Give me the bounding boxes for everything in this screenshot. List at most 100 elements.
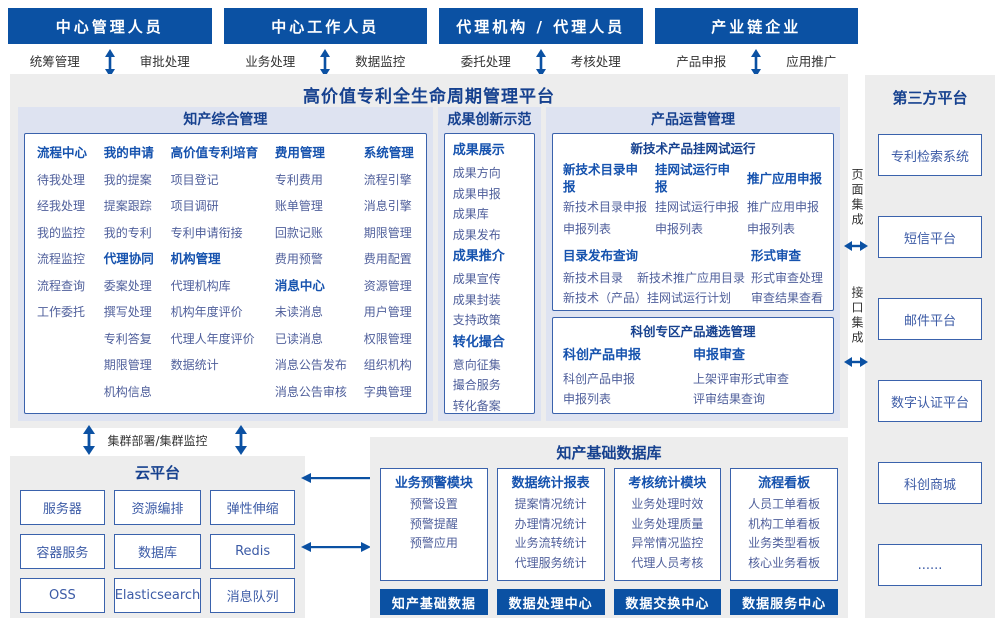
menu-list: 新技术目录申报申报列表: [563, 196, 647, 240]
module-item: 核心业务看板: [748, 555, 821, 570]
menu-column: 系统管理 流程引擎消息引擎期限管理费用配置资源管理用户管理权限管理组织机构字典管…: [364, 140, 414, 407]
page-integration-arrow-icon: [844, 241, 868, 251]
catalog-items-row: 新技术目录 新技术推广应用目录: [563, 268, 745, 288]
menu-item: 成果方向: [452, 166, 501, 180]
menu-list: 流程引擎消息引擎期限管理费用配置资源管理用户管理权限管理组织机构字典管理: [364, 167, 414, 406]
page-integration-label: 页面集成: [850, 168, 864, 228]
module-item: 代理服务统计: [514, 555, 587, 570]
menu-item: 转化备案: [452, 398, 501, 413]
ip-management-panel: 流程中心 待我处理经我处理我的监控流程监控流程查询工作委托 我的申请 我的提案提…: [24, 133, 427, 414]
sub-panel-title: 科创专区产品遴选管理: [630, 324, 756, 339]
menu-item: 专利申请衔接: [170, 225, 243, 240]
menu-item: 形式审查处理: [750, 271, 823, 285]
data-center-chip: 知产基础数据: [380, 589, 488, 615]
persona-labels: 业务处理 数据监控: [224, 44, 428, 77]
menu-list: 科创产品申报申报列表: [563, 369, 693, 409]
menu-column: 申报审查 上架评审形式审查评审结果查询: [693, 343, 823, 409]
menu-item: 待我处理: [37, 172, 86, 187]
menu-item: 申报列表: [654, 222, 703, 236]
menu-item: 撮合服务: [452, 378, 501, 392]
menu-item: 成果申报: [452, 186, 501, 201]
persona-row: 中心管理人员 统筹管理 审批处理 中心工作人员 业务处理 数据监控 代理机构 /…: [8, 8, 859, 77]
third-party-item: 数字认证平台: [878, 380, 982, 422]
cluster-double-arrow-icon: [235, 425, 247, 455]
menu-list: 意向征集撮合服务转化备案: [453, 355, 526, 417]
menu-item: 期限管理: [363, 225, 412, 240]
data-center-chip: 数据处理中心: [496, 589, 605, 615]
cloud-service-cell: 弹性伸缩: [210, 490, 295, 525]
menu-item: 账单管理: [274, 199, 323, 213]
menu-item: 申报列表: [746, 222, 795, 236]
menu-item: 代理人年度评价: [170, 331, 255, 346]
menu-heading: 消息中心: [274, 277, 325, 293]
third-party-list: 专利检索系统短信平台邮件平台数字认证平台科创商城......: [865, 134, 995, 586]
persona-labels: 产品申报 应用推广: [655, 44, 859, 77]
trial-columns: 新技术目录申报 新技术目录申报申报列表 挂网试运行申报 挂网试运行申报申报列表 …: [563, 160, 823, 240]
menu-item: 费用预警: [274, 252, 323, 266]
sub-panel-title: 新技术产品挂网试运行: [630, 141, 756, 156]
menu-item: 机构信息: [103, 384, 152, 399]
vertical-double-arrow-icon: [320, 49, 331, 77]
persona-group-agency: 代理机构 / 代理人员 委托处理 考核处理: [439, 8, 643, 77]
menu-item: 工作委托: [37, 305, 86, 319]
menu-heading: 成果展示: [452, 143, 505, 158]
persona-action-label: 应用推广: [786, 53, 837, 69]
api-integration-label: 接口集成: [850, 286, 864, 346]
menu-list: 成果方向成果申报成果库成果发布: [453, 163, 526, 245]
formal-review-group: 形式审查 形式审查处理审查结果查看: [751, 244, 823, 308]
api-integration-arrow-icon: [844, 357, 868, 367]
module-item: 机构工单看板: [748, 516, 821, 531]
module-item: 业务流转统计: [514, 536, 587, 550]
database-module: 数据统计报表 提案情况统计办理情况统计业务流转统计代理服务统计 数据处理中心: [496, 468, 605, 615]
menu-heading: 代理协同: [103, 251, 154, 266]
menu-heading: 推广应用申报: [746, 170, 822, 186]
menu-column: 新技术目录申报 新技术目录申报申报列表: [563, 160, 647, 240]
menu-item: 用户管理: [363, 305, 412, 319]
menu-item: 流程引擎: [363, 172, 412, 187]
menu-item: 成果发布: [452, 227, 501, 242]
menu-item: 权限管理: [363, 331, 412, 346]
persona-action-label: 产品申报: [676, 53, 727, 69]
menu-column: 我的申请 我的提案提案跟踪我的专利 代理协同 委案处理撰写处理专利答复期限管理机…: [104, 140, 154, 407]
menu-item: 专利答复: [103, 331, 152, 346]
cluster-link-zone: 集群部署/集群监控: [10, 425, 305, 455]
cloud-service-cell: Redis: [210, 534, 295, 569]
menu-heading: 系统管理: [363, 145, 414, 160]
menu-heading: 科创产品申报: [562, 348, 641, 363]
menu-heading: 转化撮合: [452, 334, 505, 350]
left-arrow-icon: [301, 473, 370, 483]
section-title: 知产综合管理: [183, 112, 268, 128]
menu-heading: 挂网试运行申报: [654, 162, 730, 194]
menu-item: 新技术推广应用目录: [636, 271, 745, 285]
menu-item: 项目登记: [170, 172, 219, 187]
catalog-query-group: 目录发布查询 新技术目录 新技术推广应用目录 新技术（产品）挂网试运行计划: [563, 244, 745, 308]
persona-action-label: 业务处理: [245, 53, 296, 69]
menu-list: 代理机构库机构年度评价代理人年度评价数据统计: [171, 273, 259, 379]
cloud-service-cell: OSS: [20, 578, 105, 613]
menu-list: 推广应用申报申报列表: [747, 196, 823, 240]
third-party-title: 第三方平台: [892, 89, 968, 107]
menu-list: 上架评审形式审查评审结果查询: [693, 369, 823, 409]
menu-item: 挂网试运行申报: [654, 200, 739, 214]
menu-heading: 费用管理: [274, 145, 325, 160]
module-panel: 数据统计报表 提案情况统计办理情况统计业务流转统计代理服务统计: [496, 468, 605, 581]
menu-item: 推广应用申报: [746, 200, 819, 214]
menu-item: 科创产品申报: [562, 372, 635, 386]
selection-columns: 科创产品申报 科创产品申报申报列表 申报审查 上架评审形式审查评审结果查询: [563, 343, 823, 409]
menu-list: 未读消息已读消息消息公告发布消息公告审核: [275, 299, 347, 405]
menu-item: 资源管理: [363, 278, 412, 293]
module-item: 业务处理时效: [631, 497, 704, 511]
module-item: 预警应用: [409, 536, 458, 550]
section-title: 产品运营管理: [650, 112, 735, 128]
module-heading: 数据统计报表: [511, 476, 590, 491]
menu-list: 委案处理撰写处理专利答复期限管理机构信息: [104, 273, 154, 406]
menu-item: 机构年度评价: [170, 305, 243, 319]
menu-column: 费用管理 专利费用账单管理回款记账费用预警 消息中心 未读消息已读消息消息公告发…: [275, 140, 347, 407]
selection-panel: 科创专区产品遴选管理 科创产品申报 科创产品申报申报列表 申报审查 上架评审形式…: [551, 317, 834, 414]
horizontal-double-arrow-icon: [301, 542, 371, 552]
menu-item: 委案处理: [103, 278, 152, 293]
trial-bottom-row: 目录发布查询 新技术目录 新技术推广应用目录 新技术（产品）挂网试运行计划 形式…: [563, 244, 823, 308]
section-product-operations: 产品运营管理 新技术产品挂网试运行 新技术目录申报 新技术目录申报申报列表 挂网…: [545, 107, 840, 421]
